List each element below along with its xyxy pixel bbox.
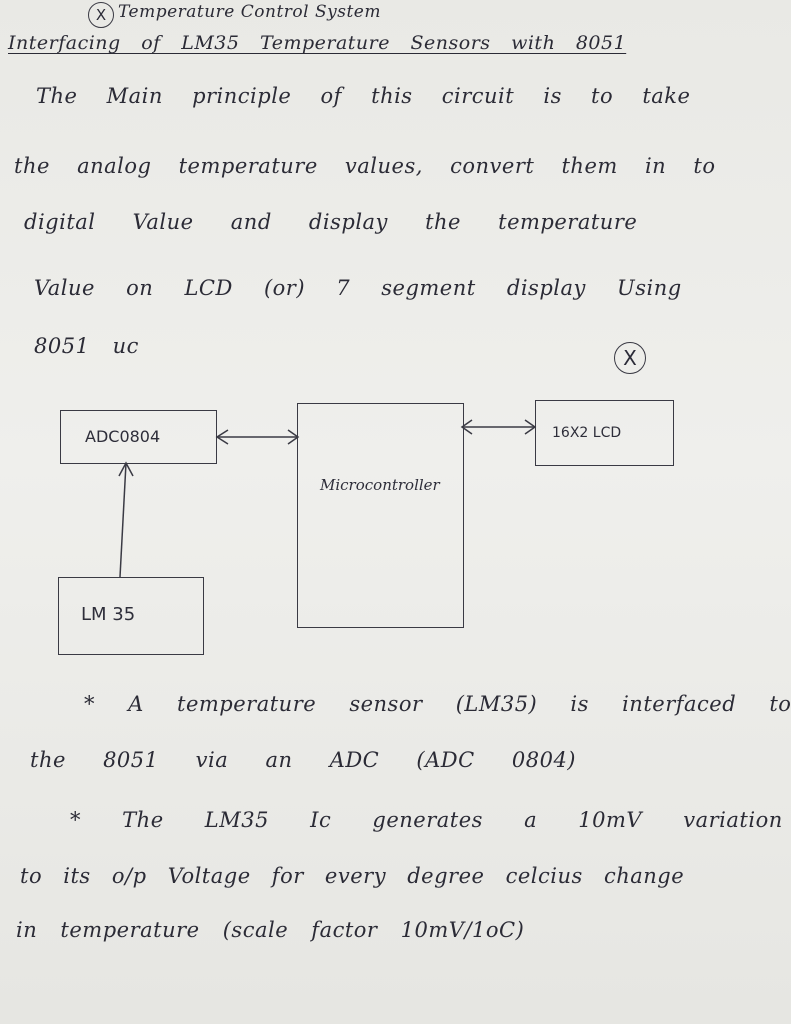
diagram-connections	[118, 419, 537, 578]
microcontroller-block: Microcontroller	[297, 403, 464, 628]
lcd-label: 16X2 LCD	[552, 425, 622, 441]
arrowhead-left	[460, 419, 473, 435]
page-heading: Interfacing of LM35 Temperature Sensors …	[8, 32, 627, 54]
lm35-label: LM 35	[81, 604, 136, 625]
paragraph-line-3: digital Value and display the temperatur…	[24, 210, 638, 234]
note-line-2: the 8051 via an ADC (ADC 0804)	[30, 748, 577, 772]
lcd-block: 16X2 LCD	[535, 400, 674, 466]
note-line-4: to its o/p Voltage for every degree celc…	[20, 864, 685, 888]
arrowhead-left	[215, 429, 229, 445]
paragraph-line-5: 8051 uc	[34, 334, 139, 358]
lm35-block: LM 35	[58, 577, 204, 655]
page-title: Temperature Control System	[118, 2, 381, 22]
note-line-3: * The LM35 Ic generates a 10mV variation	[70, 808, 783, 832]
note-line-1: * A temperature sensor (LM35) is interfa…	[84, 692, 791, 716]
sensor-adc-link	[119, 462, 127, 578]
arrowhead-up	[118, 461, 134, 477]
arrowhead-right	[287, 429, 300, 445]
notebook-page: X Temperature Control System Interfacing…	[8, 2, 791, 942]
paragraph-line-1: The Main principle of this circuit is to…	[36, 84, 691, 108]
paragraph-line-4: Value on LCD (or) 7 segment display Usin…	[34, 276, 682, 300]
arrowhead-right	[524, 419, 537, 435]
paragraph-line-2: the analog temperature values, convert t…	[14, 154, 716, 178]
microcontroller-label: Microcontroller	[320, 476, 440, 494]
note-line-5: in temperature (scale factor 10mV/1oC)	[16, 918, 525, 942]
side-circle-mark: X	[614, 342, 646, 374]
adc-label: ADC0804	[85, 427, 161, 446]
title-circle-mark: X	[88, 2, 114, 28]
